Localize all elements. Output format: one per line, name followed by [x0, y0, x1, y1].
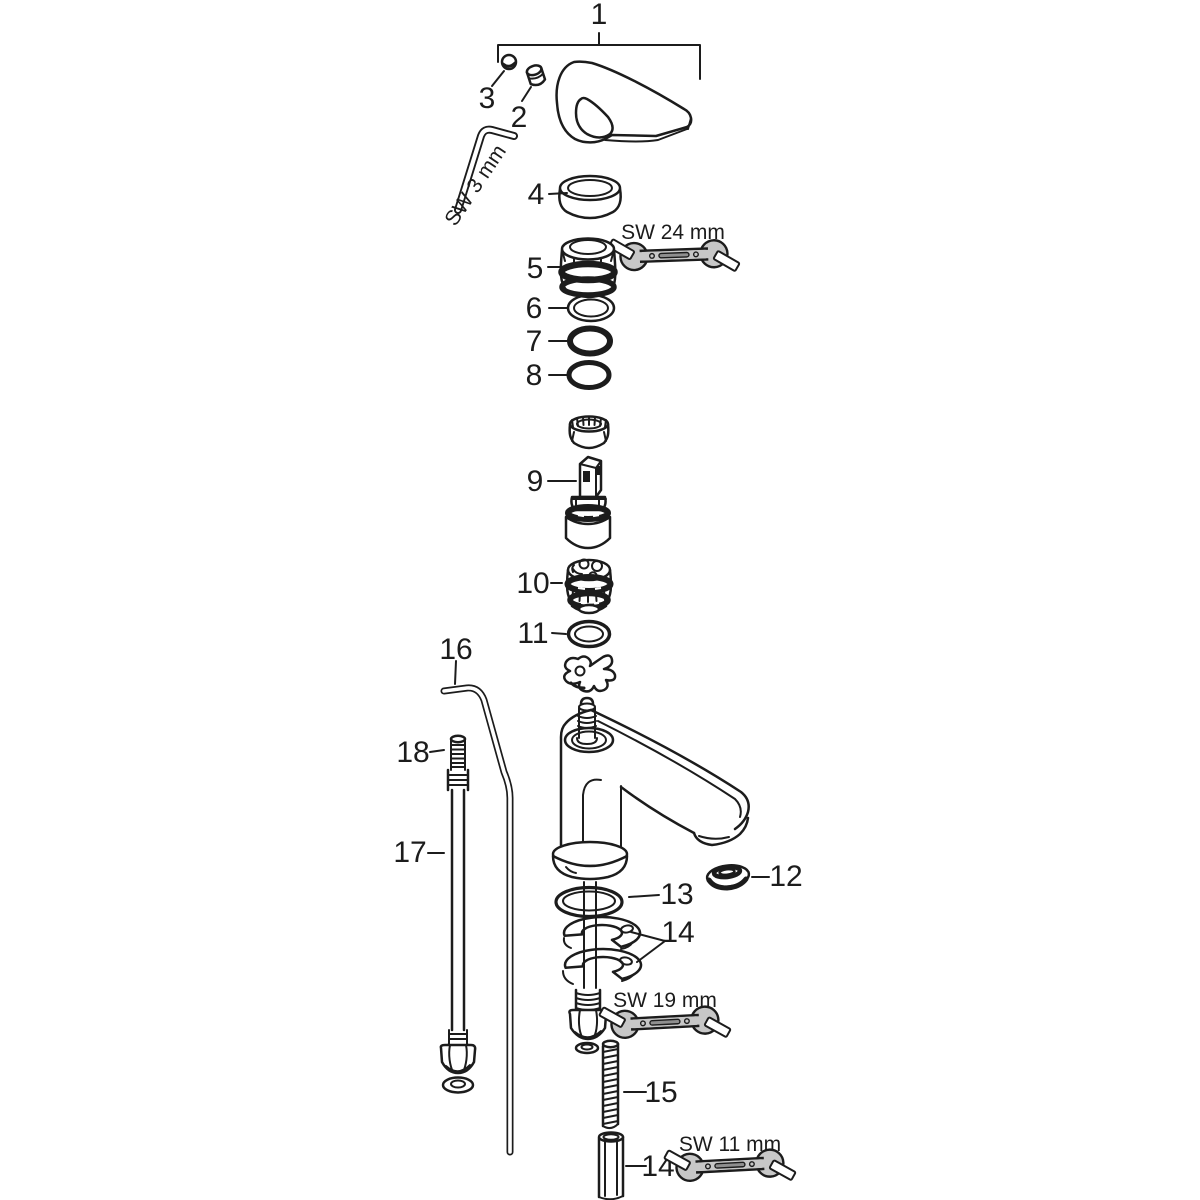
- part-3-screw-plug: [491, 53, 518, 87]
- part-17-18-supply-hose: [427, 734, 477, 1094]
- callout-2-label: 2: [511, 101, 528, 134]
- callout-1-label: 1: [591, 0, 608, 31]
- part-6-o-ring: [548, 293, 616, 323]
- callout-3-label: 3: [479, 82, 496, 115]
- part-5-cartridge-nut: [547, 237, 618, 299]
- faucet-body: [551, 696, 750, 881]
- wrench-19mm-label: SW 19 mm: [613, 989, 717, 1012]
- wrench-24mm-label: SW 24 mm: [621, 221, 725, 244]
- callout-14-plates-label: 14: [661, 916, 694, 949]
- callout-6-label: 6: [526, 292, 543, 325]
- callout-11-label: 11: [517, 617, 548, 650]
- callout-8-label: 8: [526, 359, 543, 392]
- part-10-base-disc: [550, 558, 614, 615]
- part-12-aerator: [705, 864, 770, 891]
- part-16-pull-rod: [440, 660, 514, 1156]
- part-4-escutcheon-ring: [548, 174, 622, 220]
- callout-17-label: 17: [393, 836, 426, 869]
- part-14-hex-sleeve: [597, 1131, 647, 1200]
- callout-18-label: 18: [396, 736, 429, 769]
- callout-5-label: 5: [527, 252, 544, 285]
- part-8-o-ring: [548, 360, 612, 390]
- callout-10-label: 10: [516, 567, 549, 600]
- callout-12-label: 12: [769, 860, 802, 893]
- knurled-ring: [568, 415, 610, 450]
- cartridge-clover-piece: [562, 654, 617, 693]
- callout-4-label: 4: [528, 178, 545, 211]
- part-14-fixing-plates: [562, 915, 666, 985]
- callout-15-label: 15: [644, 1076, 677, 1109]
- callout-2-leader: [521, 86, 532, 102]
- part-2-grub-screw: [525, 64, 547, 87]
- wrench-11mm-label: SW 11 mm: [679, 1133, 781, 1156]
- callout-13-label: 13: [660, 878, 693, 911]
- part-11-o-ring: [551, 619, 612, 649]
- callout-9-label: 9: [527, 465, 544, 498]
- part-1-handle-lever: [555, 60, 693, 144]
- callout-7-label: 7: [526, 325, 543, 358]
- faucet-shank-and-nut: [568, 881, 608, 1055]
- callout-16-label: 16: [439, 633, 472, 666]
- part-15-threaded-rod: [601, 1039, 647, 1130]
- part-13-base-gasket: [554, 885, 660, 919]
- part-7-o-ring: [548, 325, 613, 357]
- allen-key-tool: [454, 125, 518, 214]
- part-1-bracket: [497, 32, 701, 80]
- part-9-cartridge: [547, 455, 612, 550]
